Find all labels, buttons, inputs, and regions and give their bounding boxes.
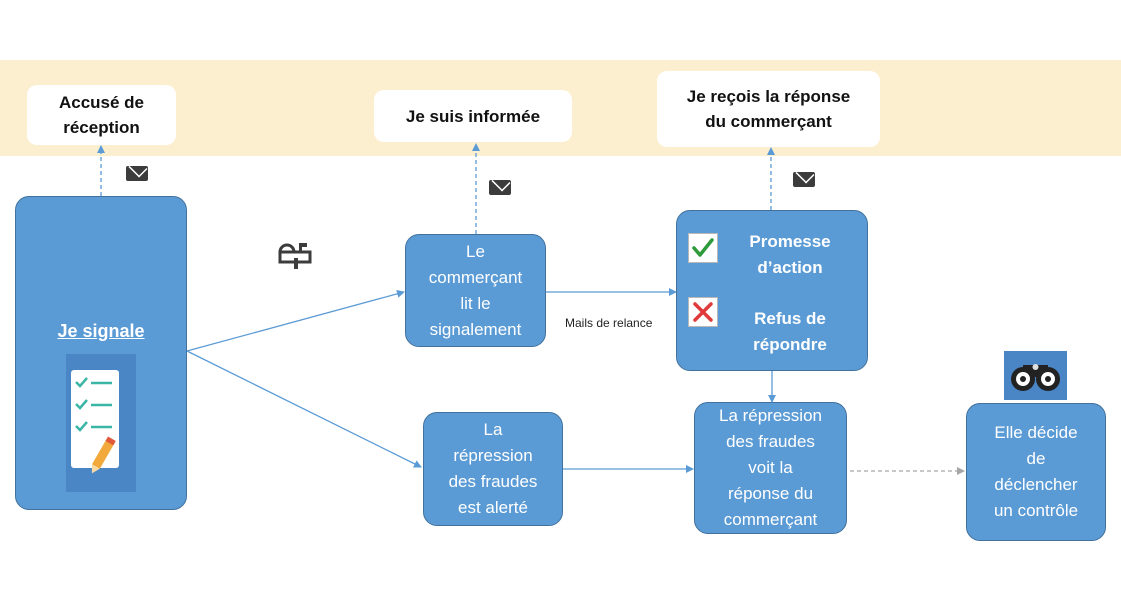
checklist-icon	[66, 354, 136, 492]
arrow-signale-to-commercant	[186, 289, 405, 352]
mail-icon	[126, 166, 148, 181]
je-signale-label: Je signale	[57, 321, 145, 341]
binoculars-icon	[1004, 351, 1067, 400]
edge-label-relance: Mails de relance	[565, 316, 653, 330]
node-je-signale: Je signale	[15, 196, 187, 510]
callout-je-suis-informee: Je suis informée	[374, 90, 572, 142]
check-icon	[688, 233, 718, 263]
arrow-signale-to-repression	[186, 350, 422, 468]
node-repression-alerte: La répression des fraudes est alerté	[423, 412, 563, 526]
node-commercant-lit: Le commerçant lit le signalement	[405, 234, 546, 347]
cross-icon	[688, 297, 718, 327]
node-controle: Elle décide de déclencher un contrôle	[966, 403, 1106, 541]
mail-icon	[489, 180, 511, 195]
mailbox-icon	[278, 243, 312, 269]
node-repression-voit: La répression des fraudes voit la répons…	[694, 402, 847, 534]
callout-reponse-commercant: Je reçois la réponse du commerçant	[657, 71, 880, 147]
callout-accuse-reception: Accusé de réception	[27, 85, 176, 145]
mail-icon	[793, 172, 815, 187]
